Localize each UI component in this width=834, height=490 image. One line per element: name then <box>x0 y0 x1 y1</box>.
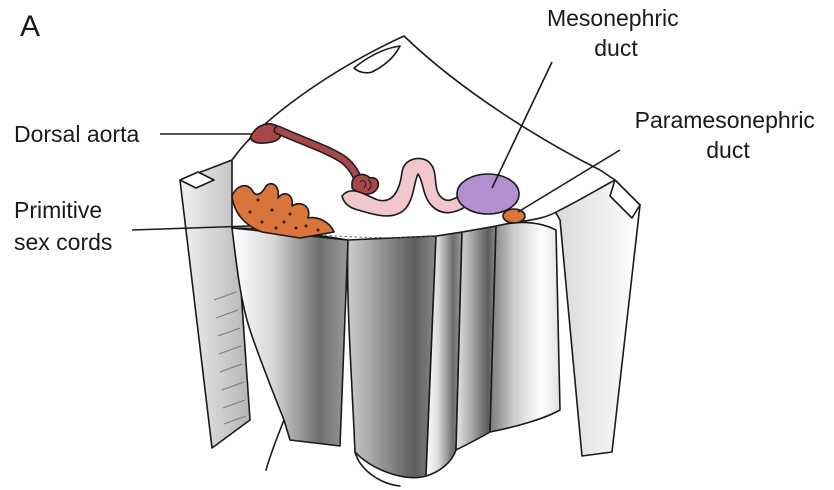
embryo-body <box>232 223 560 486</box>
label-primitive-sex-cords: Primitive sex cords <box>14 197 112 255</box>
label-mesonephric-duct: Mesonephric duct <box>547 5 685 61</box>
label-mesonephric-duct-line1: Mesonephric <box>547 5 679 31</box>
label-primitive-sex-cords-line1: Primitive <box>14 197 102 223</box>
mesonephric-duct-shape <box>457 174 519 214</box>
label-paramesonephric-duct-line2: duct <box>706 137 750 163</box>
panel-label: A <box>20 10 40 43</box>
label-primitive-sex-cords-line2: sex cords <box>14 229 112 255</box>
label-dorsal-aorta: Dorsal aorta <box>14 121 139 147</box>
label-paramesonephric-duct: Paramesonephric duct <box>635 107 822 163</box>
label-paramesonephric-duct-line1: Paramesonephric <box>635 107 815 133</box>
paramesonephric-duct-shape <box>503 209 525 223</box>
label-mesonephric-duct-line2: duct <box>594 35 638 61</box>
